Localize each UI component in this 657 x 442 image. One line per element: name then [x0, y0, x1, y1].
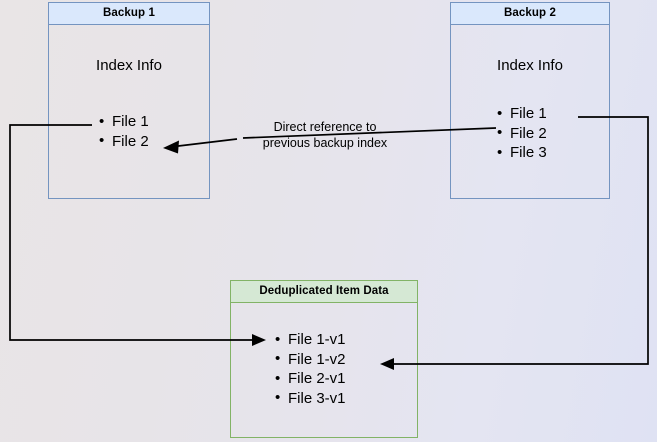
deduplicated-item-data-body: File 1-v1 File 1-v2 File 2-v1 File 3-v1: [230, 303, 418, 438]
list-item: File 2: [99, 131, 149, 152]
backup1-index-info-label: Index Info: [96, 57, 162, 74]
direct-reference-caption: Direct reference to previous backup inde…: [244, 119, 406, 151]
list-item: File 1: [99, 112, 149, 132]
backup1-body: Index Info File 1 File 2: [48, 25, 210, 199]
backup1-box[interactable]: Backup 1 Index Info File 1 File 2: [48, 2, 210, 199]
backup2-body: Index Info File 1 File 2 File 3: [450, 25, 610, 199]
list-item: File 1-v1: [275, 330, 346, 350]
list-item: File 3: [497, 143, 547, 163]
backup2-box[interactable]: Backup 2 Index Info File 1 File 2 File 3: [450, 2, 610, 199]
deduplicated-item-data-header: Deduplicated Item Data: [230, 280, 418, 303]
deduplicated-item-data-box[interactable]: Deduplicated Item Data File 1-v1 File 1-…: [230, 280, 418, 438]
backup1-header: Backup 1: [48, 2, 210, 25]
backup2-index-info-label: Index Info: [497, 57, 563, 74]
list-item: File 2: [497, 123, 547, 144]
caption-line-1: Direct reference to: [273, 120, 377, 134]
backup2-header: Backup 2: [450, 2, 610, 25]
list-item: File 1: [497, 104, 547, 124]
list-item: File 2-v1: [275, 369, 346, 389]
list-item: File 1-v2: [275, 349, 346, 370]
list-item: File 3-v1: [275, 388, 346, 409]
backup1-file-list: File 1 File 2: [99, 112, 149, 151]
caption-line-2: previous backup index: [262, 136, 388, 150]
backup2-file-list: File 1 File 2 File 3: [497, 104, 547, 163]
deduplicated-file-list: File 1-v1 File 1-v2 File 2-v1 File 3-v1: [275, 330, 346, 408]
